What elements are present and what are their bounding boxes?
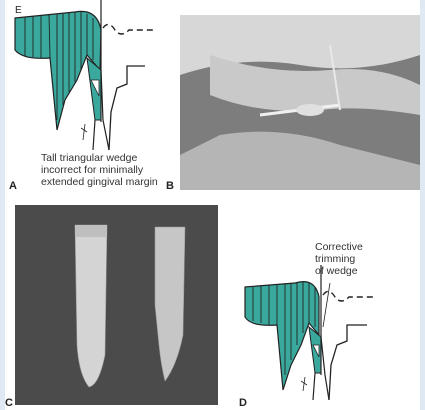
panel-b-letter: B [166, 180, 174, 192]
panel-b: B [180, 15, 420, 195]
panel-c-photo-content [15, 205, 218, 405]
crown-shape [15, 11, 101, 130]
panel-d-letter: D [239, 397, 247, 409]
panel-c-letter: C [5, 397, 13, 409]
wedge-original [75, 225, 107, 387]
panel-a-letter: A [9, 180, 17, 192]
root-mark [301, 377, 307, 391]
dashed-margin [323, 291, 375, 301]
panel-c: C [5, 205, 220, 410]
panel-a: E Tall triang [5, 0, 180, 195]
crown-shape [245, 282, 319, 390]
wedge-original-top [75, 225, 107, 237]
panel-d-tooth-diagram [235, 205, 420, 410]
panel-a-sublabel: E [15, 5, 22, 16]
panel-d: Corrective trimming of wedge [235, 205, 420, 410]
figure-page: E Tall triang [5, 0, 420, 410]
panel-b-photo [180, 15, 420, 190]
panel-b-photo-content [180, 15, 420, 190]
root-mark [81, 124, 87, 140]
caption-leader [323, 283, 330, 327]
panel-c-photo [15, 205, 218, 405]
panel-a-caption: Tall triangular wedge incorrect for mini… [41, 152, 181, 188]
panel-d-caption: Corrective trimming of wedge [315, 241, 415, 277]
dashed-margin [103, 24, 155, 34]
wedge-photo [296, 104, 324, 116]
adjacent-tooth-outline [109, 66, 145, 150]
adjacent-tooth-outline [329, 325, 367, 400]
